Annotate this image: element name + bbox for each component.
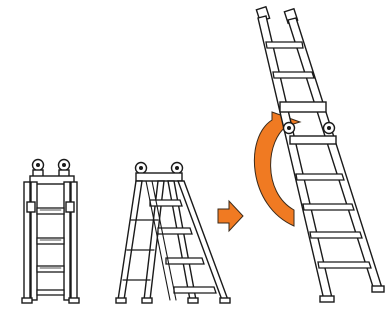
rung bbox=[150, 200, 182, 206]
hinge-right-icon bbox=[324, 123, 335, 134]
extension-ladder bbox=[256, 7, 384, 302]
rung bbox=[318, 262, 371, 268]
hinge-right-icon bbox=[59, 160, 70, 179]
rail-outer-right bbox=[71, 182, 77, 300]
hinge-left-icon bbox=[284, 123, 295, 134]
rail-right bbox=[288, 18, 382, 290]
a-frame-ladder bbox=[116, 163, 230, 304]
hinge-bar bbox=[280, 102, 326, 112]
folded-ladder bbox=[22, 160, 79, 304]
hinge-left-icon bbox=[136, 163, 147, 174]
foot bbox=[372, 286, 384, 292]
foot bbox=[22, 298, 32, 303]
foot bbox=[116, 298, 126, 303]
rung bbox=[296, 174, 344, 180]
rung bbox=[166, 258, 204, 264]
rung bbox=[266, 42, 303, 48]
rail-back-left bbox=[118, 181, 142, 300]
foot bbox=[69, 298, 79, 303]
rail-inner-left bbox=[31, 182, 37, 300]
rail-back-right bbox=[144, 181, 164, 300]
rail-outer-left bbox=[24, 182, 30, 300]
hinge-bar bbox=[290, 136, 336, 144]
hinge-left-icon bbox=[33, 160, 44, 179]
foot bbox=[320, 296, 334, 302]
rung bbox=[174, 287, 216, 293]
straight-arrow-icon bbox=[218, 201, 243, 231]
rung bbox=[273, 72, 314, 78]
foot bbox=[220, 298, 230, 303]
foot bbox=[188, 298, 198, 303]
rung bbox=[310, 232, 362, 238]
foot bbox=[142, 298, 152, 303]
rail-inner-right bbox=[64, 182, 70, 300]
hinge-right-icon bbox=[172, 163, 183, 174]
lock-icon bbox=[27, 202, 35, 212]
lock-icon bbox=[66, 202, 74, 212]
rung bbox=[37, 238, 64, 244]
rung bbox=[37, 208, 64, 214]
top-cap bbox=[136, 173, 182, 181]
rung bbox=[303, 204, 354, 210]
rung bbox=[158, 228, 192, 234]
rung bbox=[37, 290, 64, 295]
rung bbox=[37, 266, 64, 272]
